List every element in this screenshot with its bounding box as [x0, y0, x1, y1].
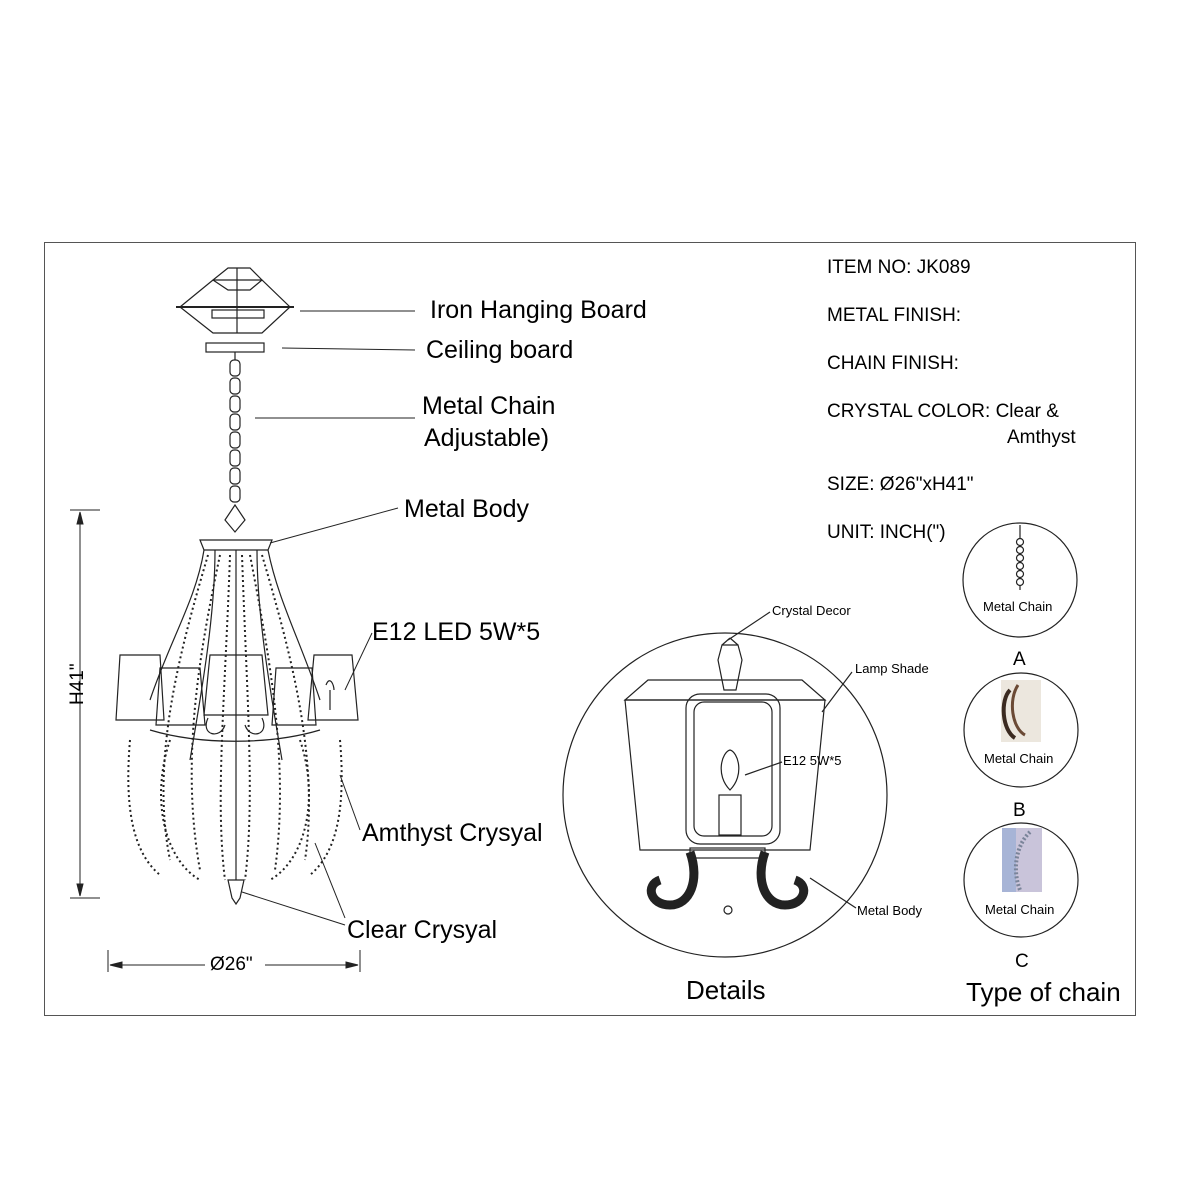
lamp-shades: [115, 654, 359, 735]
callout-iron-hanging-board: Iron Hanging Board: [430, 296, 647, 324]
metal-body: [149, 539, 321, 880]
chain-swatch-c: [1002, 828, 1042, 892]
callout-clear-crystal: Clear Crysyal: [347, 916, 498, 944]
bottom-finial: [227, 879, 245, 906]
drawing-frame: [44, 242, 1136, 1016]
chain-types-caption: Type of chain: [966, 977, 1121, 1007]
spec-crystal-color-line2: Amthyst: [1007, 427, 1076, 448]
callout-metal-chain-adjustable: Adjustable): [424, 424, 550, 452]
chain-swatch-b: [1001, 680, 1041, 742]
callout-amthyst-crystal: Amthyst Crysyal: [362, 819, 543, 847]
chain-type-a-label: Metal Chain: [983, 599, 1053, 614]
chain-type-b-label: Metal Chain: [984, 751, 1054, 766]
spec-unit: UNIT: INCH("): [827, 522, 946, 543]
detail-metal-body: Metal Body: [857, 903, 923, 918]
callout-metal-body: Metal Body: [404, 495, 530, 523]
spec-chain-finish: CHAIN FINISH:: [827, 353, 959, 374]
ceiling-board: [205, 342, 265, 353]
spec-size: SIZE: Ø26"xH41": [827, 474, 974, 495]
chain-type-c-letter: C: [1015, 951, 1029, 972]
crystal-strands: [127, 554, 343, 881]
dimension-height: H41": [67, 663, 88, 705]
detail-crystal-decor: Crystal Decor: [772, 603, 851, 618]
callout-metal-chain: Metal Chain: [422, 392, 556, 420]
callout-led: E12 LED 5W*5: [372, 618, 541, 646]
metal-chain: [224, 352, 246, 533]
chain-type-c-label: Metal Chain: [985, 902, 1055, 917]
iron-hanging-board: [176, 267, 294, 334]
spec-metal-finish: METAL FINISH:: [827, 305, 962, 326]
callout-ceiling-board: Ceiling board: [426, 336, 574, 364]
callout-lines: [241, 310, 416, 926]
chain-type-a-letter: A: [1013, 649, 1026, 670]
detail-lamp-shade: Lamp Shade: [855, 661, 929, 676]
chain-type-b-letter: B: [1013, 800, 1026, 821]
details-caption: Details: [686, 975, 766, 1005]
chain-type-circles: [962, 522, 1079, 938]
dimension-lines: [70, 509, 361, 972]
spec-crystal-color: CRYSTAL COLOR: Clear &: [827, 401, 1059, 422]
detail-bulb: E12 5W*5: [783, 753, 842, 768]
detail-view: [562, 611, 888, 958]
dimension-width: Ø26": [210, 954, 253, 975]
spec-item-no: ITEM NO: JK089: [827, 257, 971, 278]
